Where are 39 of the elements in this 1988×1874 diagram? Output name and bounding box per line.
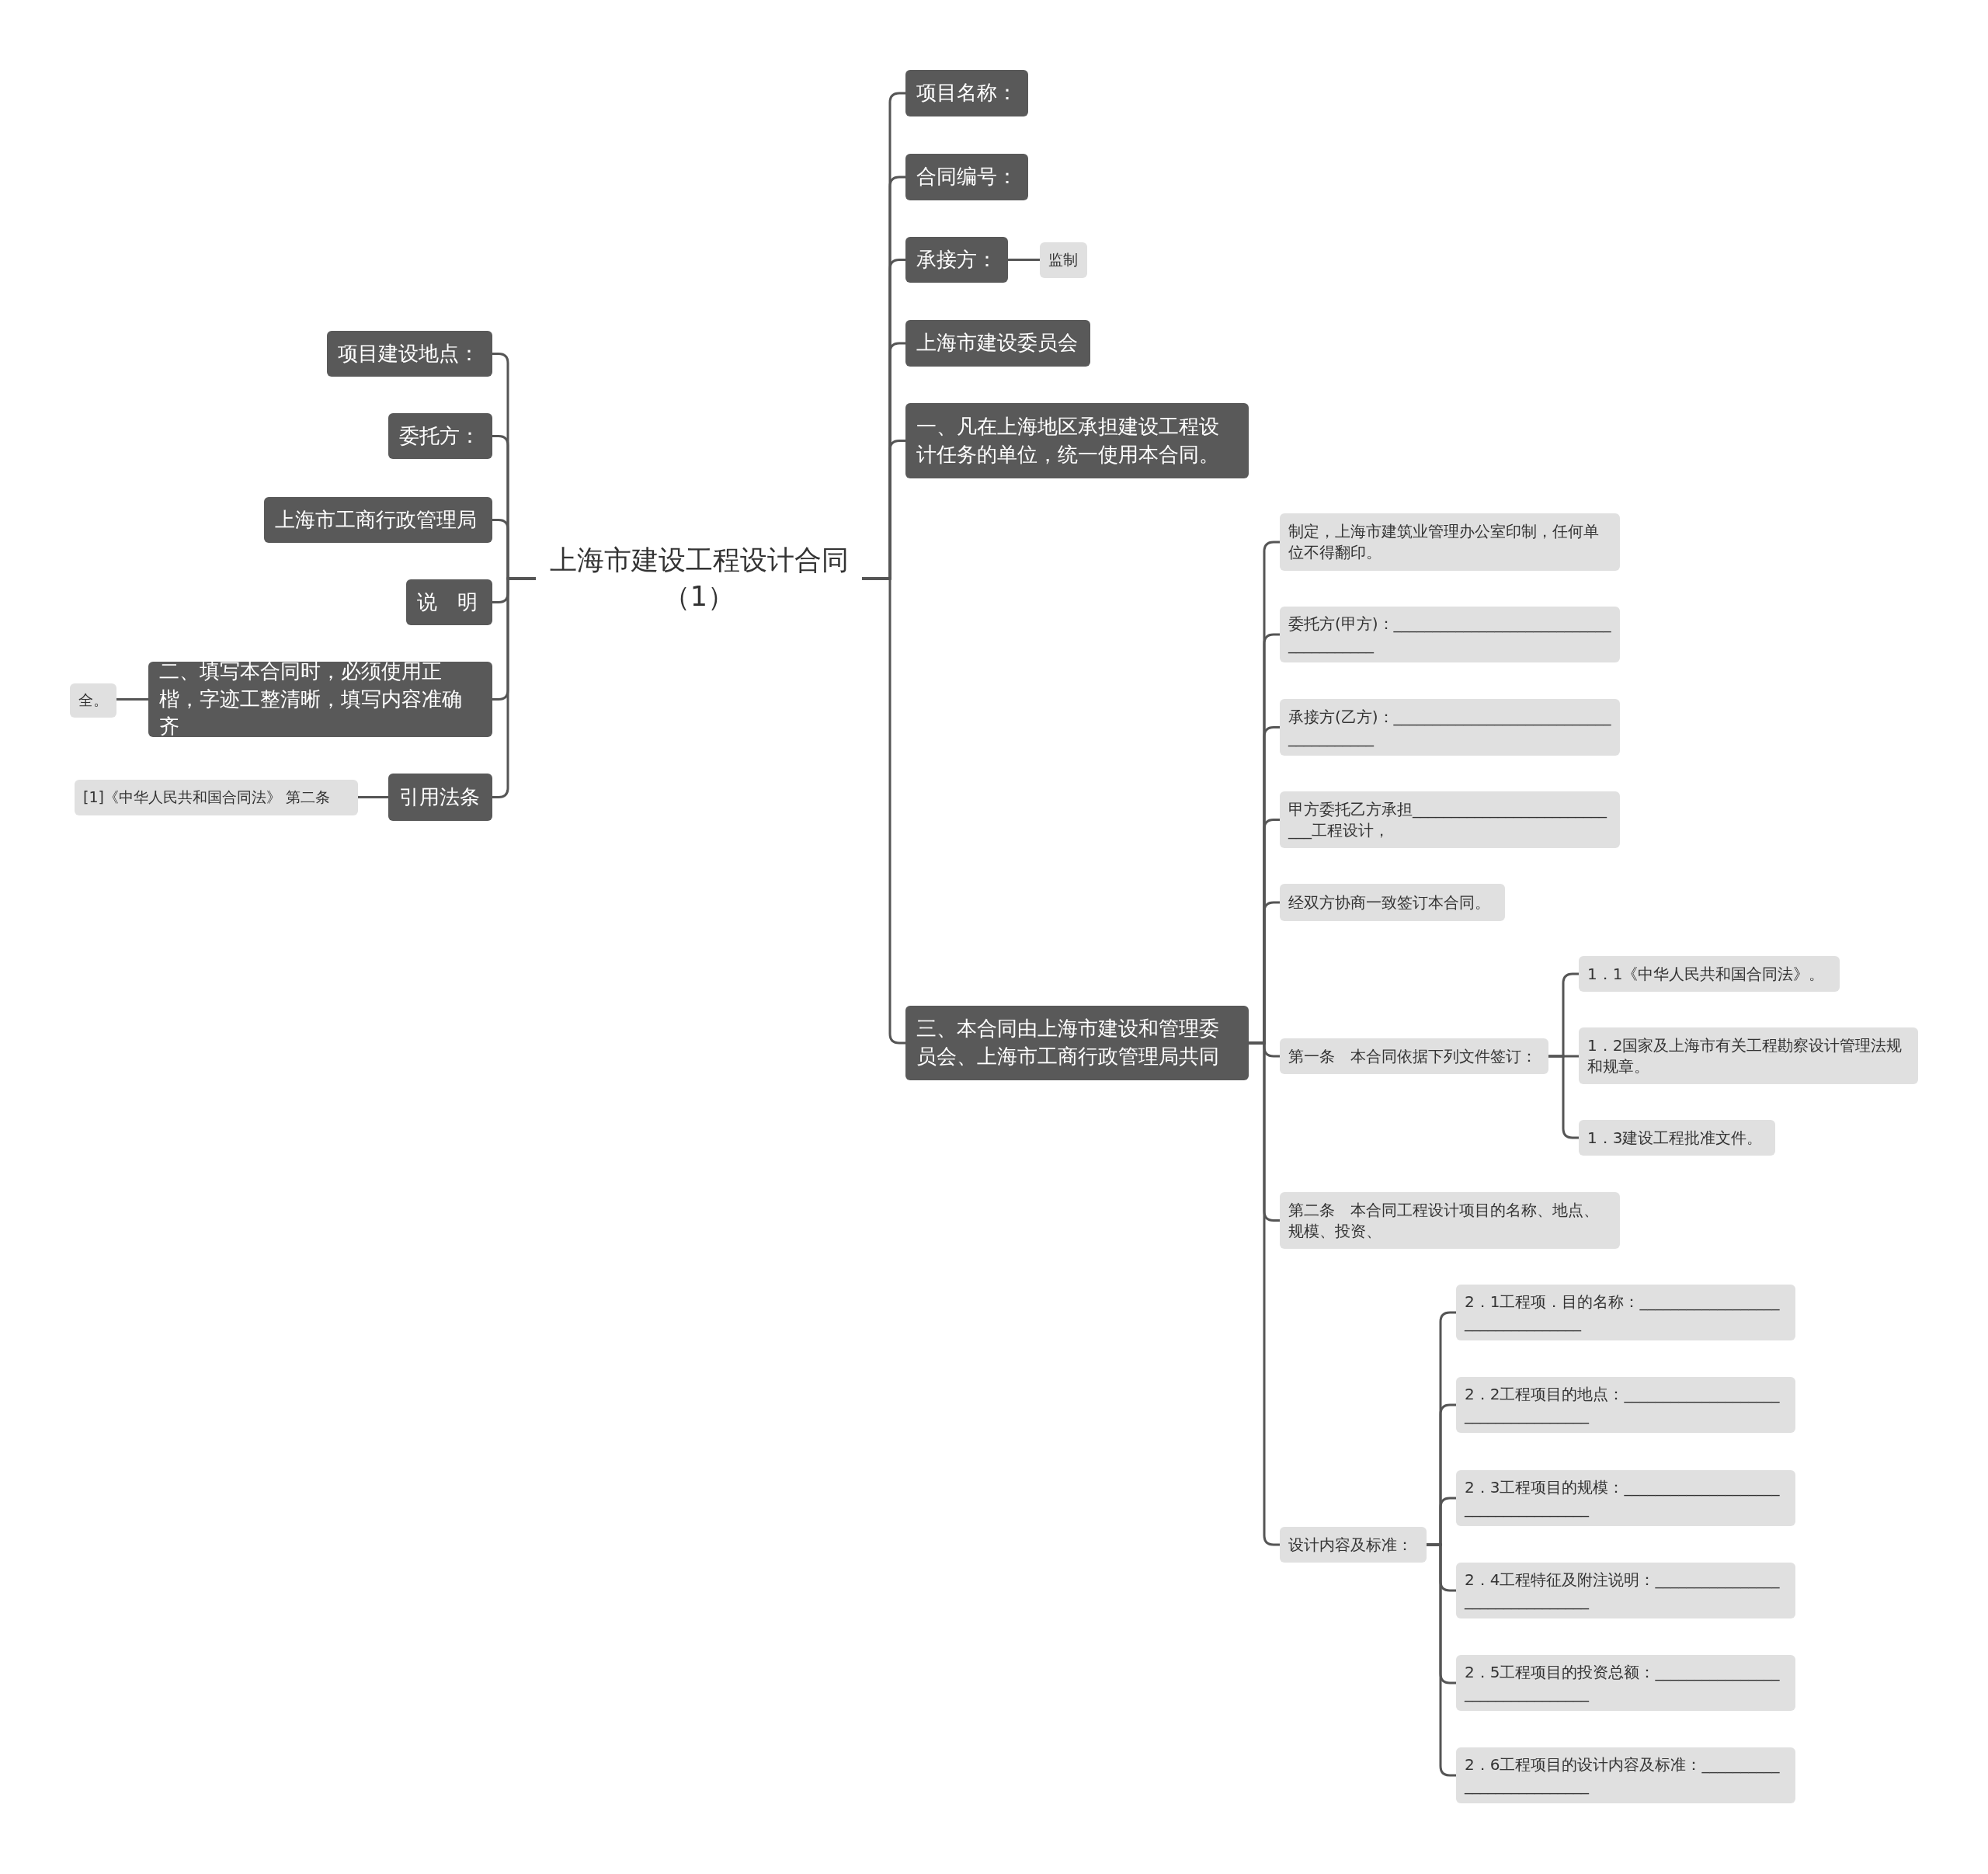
main-topic-box: 一、凡在上海地区承担建设工程设计任务的单位，统一使用本合同。 — [905, 403, 1249, 478]
main-topic-box: 上海市建设委员会 — [905, 320, 1090, 367]
main-topic-box: 三、本合同由上海市建设和管理委员会、上海市工商行政管理局共同 — [905, 1006, 1249, 1080]
main-topic-box: 项目建设地点： — [327, 331, 492, 377]
sub-topic-box: 制定，上海市建筑业管理办公室印制，任何单位不得翻印。 — [1280, 513, 1620, 571]
main-topic-box: 上海市工商行政管理局 — [264, 497, 492, 543]
sub-topic-box: 经双方协商一致签订本合同。 — [1280, 884, 1505, 921]
connector-line — [358, 796, 388, 798]
connector-line — [1427, 1543, 1456, 1777]
sub-topic-box: 委托方(甲方)：_______________________________________ — [1280, 607, 1620, 662]
sub-topic-box: 2．5工程项目的投资总额：________________________________ — [1456, 1655, 1795, 1711]
main-topic-box: 说 明 — [406, 579, 492, 625]
connector-line — [492, 577, 536, 798]
connector-line — [116, 698, 148, 701]
main-topic-box: 合同编号： — [905, 154, 1028, 200]
main-topic-box: 项目名称： — [905, 70, 1028, 116]
sub-topic-box: 2．6工程项目的设计内容及标准：__________________________ — [1456, 1747, 1795, 1803]
sub-topic-box: 第二条 本合同工程设计项目的名称、地点、规模、投资、 — [1280, 1192, 1620, 1249]
sub-topic-box: 2．4工程特征及附注说明：________________________________ — [1456, 1563, 1795, 1618]
central-topic: 上海市建设工程设计合同（1） — [536, 536, 862, 621]
sub-topic-box: 2．3工程项目的规模：____________________________________ — [1456, 1470, 1795, 1526]
sub-topic-box: 全。 — [70, 683, 116, 718]
sub-topic-box: [1]《中华人民共和国合同法》 第二条 — [75, 780, 358, 815]
sub-topic-box: 1．3建设工程批准文件。 — [1579, 1120, 1775, 1156]
main-topic-box: 二、填写本合同时，必须使用正楷，字迹工整清晰，填写内容准确齐 — [148, 662, 492, 737]
sub-topic-box: 2．2工程项目的地点：____________________________________ — [1456, 1377, 1795, 1433]
sub-topic-box: 甲方委托乙方承担____________________________工程设计， — [1280, 791, 1620, 848]
main-topic-box: 委托方： — [388, 413, 492, 459]
sub-topic-box: 1．1《中华人民共和国合同法》。 — [1579, 956, 1840, 992]
sub-topic-box: 第一条 本合同依据下列文件签订： — [1280, 1038, 1548, 1074]
main-topic-box: 引用法条 — [388, 774, 492, 821]
sub-topic-box: 2．1工程项．目的名称：_________________________________ — [1456, 1285, 1795, 1340]
sub-topic-box: 1．2国家及上海市有关工程勘察设计管理法规和规章。 — [1579, 1027, 1918, 1084]
main-topic-box: 承接方： — [905, 237, 1008, 283]
connector-line — [1548, 1055, 1579, 1139]
sub-topic-box: 监制 — [1040, 242, 1087, 278]
connector-line — [1008, 259, 1040, 261]
sub-topic-box: 承接方(乙方)：_______________________________________ — [1280, 699, 1620, 756]
sub-topic-box: 设计内容及标准： — [1280, 1527, 1427, 1563]
